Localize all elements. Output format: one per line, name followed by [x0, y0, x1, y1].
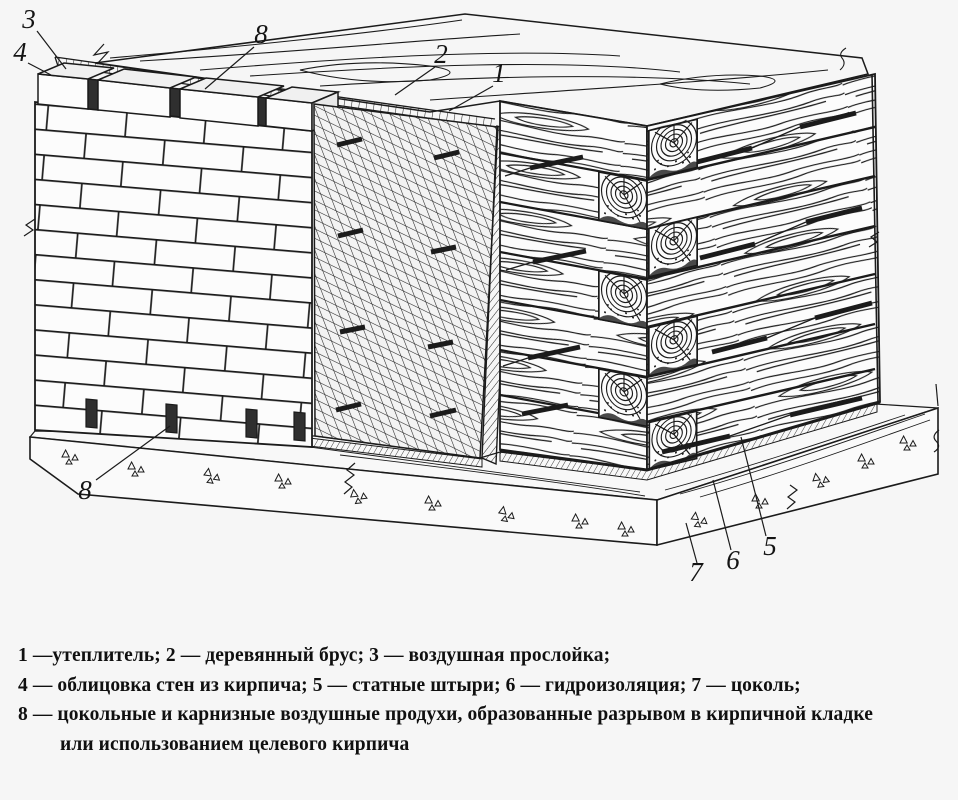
- timber-top-face: [92, 13, 870, 127]
- legend-line-3: 8 — цокольные и карнизные воздушные прод…: [18, 704, 873, 726]
- callout-6: 6: [726, 545, 740, 575]
- callout-leaders: [27, 30, 767, 564]
- beam-joints-right: [646, 125, 876, 424]
- break-marks: [343, 383, 940, 510]
- callout-1: 1: [492, 58, 506, 88]
- timber-right-edge: [871, 73, 879, 403]
- timber-wall-right: [499, 72, 881, 472]
- legend-line-4: или использованием целевого кирпича: [60, 733, 410, 755]
- callout-7: 7: [689, 557, 704, 587]
- brick-veneer-wall: [23, 62, 341, 448]
- callout-5: 5: [763, 531, 777, 561]
- brick-top-row: [37, 62, 341, 133]
- brick-edge-break: [23, 218, 36, 237]
- legend-line-1: 1 —утеплитель; 2 — деревянный брус; 3 — …: [18, 645, 611, 666]
- callout-8-bottom: 8: [78, 475, 92, 505]
- callouts: 3 4 8 2 1 8 7 6 5: [13, 4, 777, 587]
- plinth-vent-slots: [85, 398, 306, 442]
- insulation-pins: [335, 136, 460, 419]
- steel-pins-front: [502, 154, 587, 417]
- construction-diagram: 3 4 8 2 1 8 7 6 5: [13, 4, 940, 587]
- timber-bottom-shadow: [499, 400, 881, 472]
- legend-line-2: 4 — облицовка стен из кирпича; 5 — статн…: [18, 674, 801, 696]
- callout-2: 2: [434, 39, 448, 69]
- callout-4: 4: [13, 37, 27, 67]
- callout-3: 3: [21, 4, 36, 34]
- steel-pins-right: [661, 110, 873, 455]
- plinth-top-streaks: [309, 413, 931, 498]
- insulation-panel: [313, 103, 499, 459]
- timber-wall-front: [499, 99, 648, 472]
- beam-joints-front: [499, 151, 648, 424]
- callout-8-top: 8: [254, 19, 268, 49]
- legend: 1 —утеплитель; 2 — деревянный брус; 3 — …: [18, 641, 942, 759]
